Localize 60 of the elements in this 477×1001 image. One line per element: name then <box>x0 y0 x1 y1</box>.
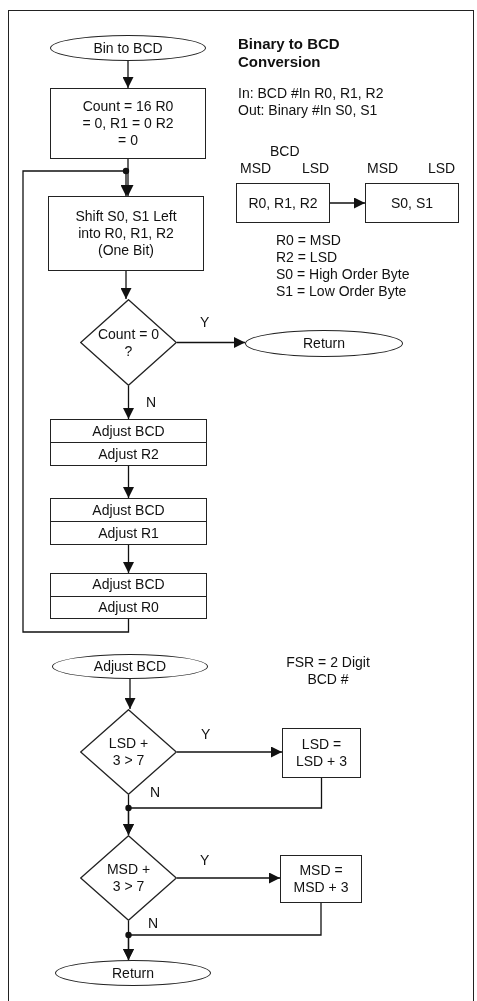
node-text: Return <box>303 335 345 352</box>
process-box <box>282 728 361 778</box>
edge-label: N <box>148 915 159 931</box>
process-box <box>48 196 204 271</box>
arrow <box>176 872 281 884</box>
arrow <box>122 60 134 89</box>
edge-label: Y <box>201 726 211 742</box>
node-text: Adjust BCD <box>93 658 167 675</box>
edge-label: Y <box>200 852 210 868</box>
arrow <box>176 746 283 758</box>
note-text: In: BCD #In R0, R1, R2 <box>238 85 384 102</box>
process-box <box>50 498 207 545</box>
node-text: MSD = MSD + 3 <box>292 862 350 896</box>
edge-label: Y <box>200 314 210 330</box>
note-text: S0 = High Order Byte <box>276 266 410 283</box>
node-text: Adjust BCD <box>91 421 166 441</box>
note-text: MSD <box>367 160 399 177</box>
diagram-title: Binary to BCD Conversion <box>238 35 341 71</box>
node-text: Adjust BCD <box>91 575 166 595</box>
node-text: R0, R1, R2 <box>248 194 318 212</box>
edge-label: N <box>150 784 161 800</box>
node-text: Shift S0, S1 Left into R0, R1, R2 (One Bit) <box>74 208 178 259</box>
note-text: R0 = MSD <box>276 232 341 249</box>
process-box <box>50 88 206 159</box>
process-box <box>50 573 207 619</box>
node-text: S0, S1 <box>391 194 433 212</box>
note-text: BCD <box>270 143 300 160</box>
arrow <box>123 777 323 836</box>
node-text: LSD = LSD + 3 <box>295 736 348 770</box>
edge-label: N <box>146 394 157 410</box>
node-text: Adjust R2 <box>51 442 206 465</box>
arrow <box>22 170 132 633</box>
node-text: MSD + 3 > 7 <box>105 861 152 895</box>
node-text: Bin to BCD <box>93 39 163 57</box>
arrow <box>123 544 134 574</box>
arrow <box>120 270 132 300</box>
arrow <box>176 337 246 348</box>
node-text: Count = 16 R0 = 0, R1 = 0 R2 = 0 <box>81 98 175 149</box>
note-text: LSD <box>428 160 456 177</box>
node-text: Count = 0 ? <box>96 325 161 360</box>
arrow <box>329 197 366 209</box>
note-text: FSR = 2 Digit BCD # <box>285 654 371 688</box>
process-box <box>50 419 207 466</box>
note-text: LSD <box>302 160 330 177</box>
arrow <box>123 385 134 420</box>
arrow <box>123 902 322 961</box>
process-box <box>236 183 330 223</box>
arrow <box>123 465 134 499</box>
arrow <box>124 678 136 710</box>
node-text: Adjust BCD <box>91 500 166 520</box>
process-box <box>365 183 459 223</box>
note-text: S1 = Low Order Byte <box>276 283 407 300</box>
node-text: Return <box>112 964 154 982</box>
note-text: R2 = LSD <box>276 249 338 266</box>
note-text: MSD <box>240 160 272 177</box>
node-text: Adjust R0 <box>51 595 206 618</box>
node-text: Adjust R1 <box>51 521 206 544</box>
note-text: Out: Binary #In S0, S1 <box>238 102 378 119</box>
process-box <box>280 855 362 903</box>
node-text: LSD + 3 > 7 <box>107 735 150 769</box>
